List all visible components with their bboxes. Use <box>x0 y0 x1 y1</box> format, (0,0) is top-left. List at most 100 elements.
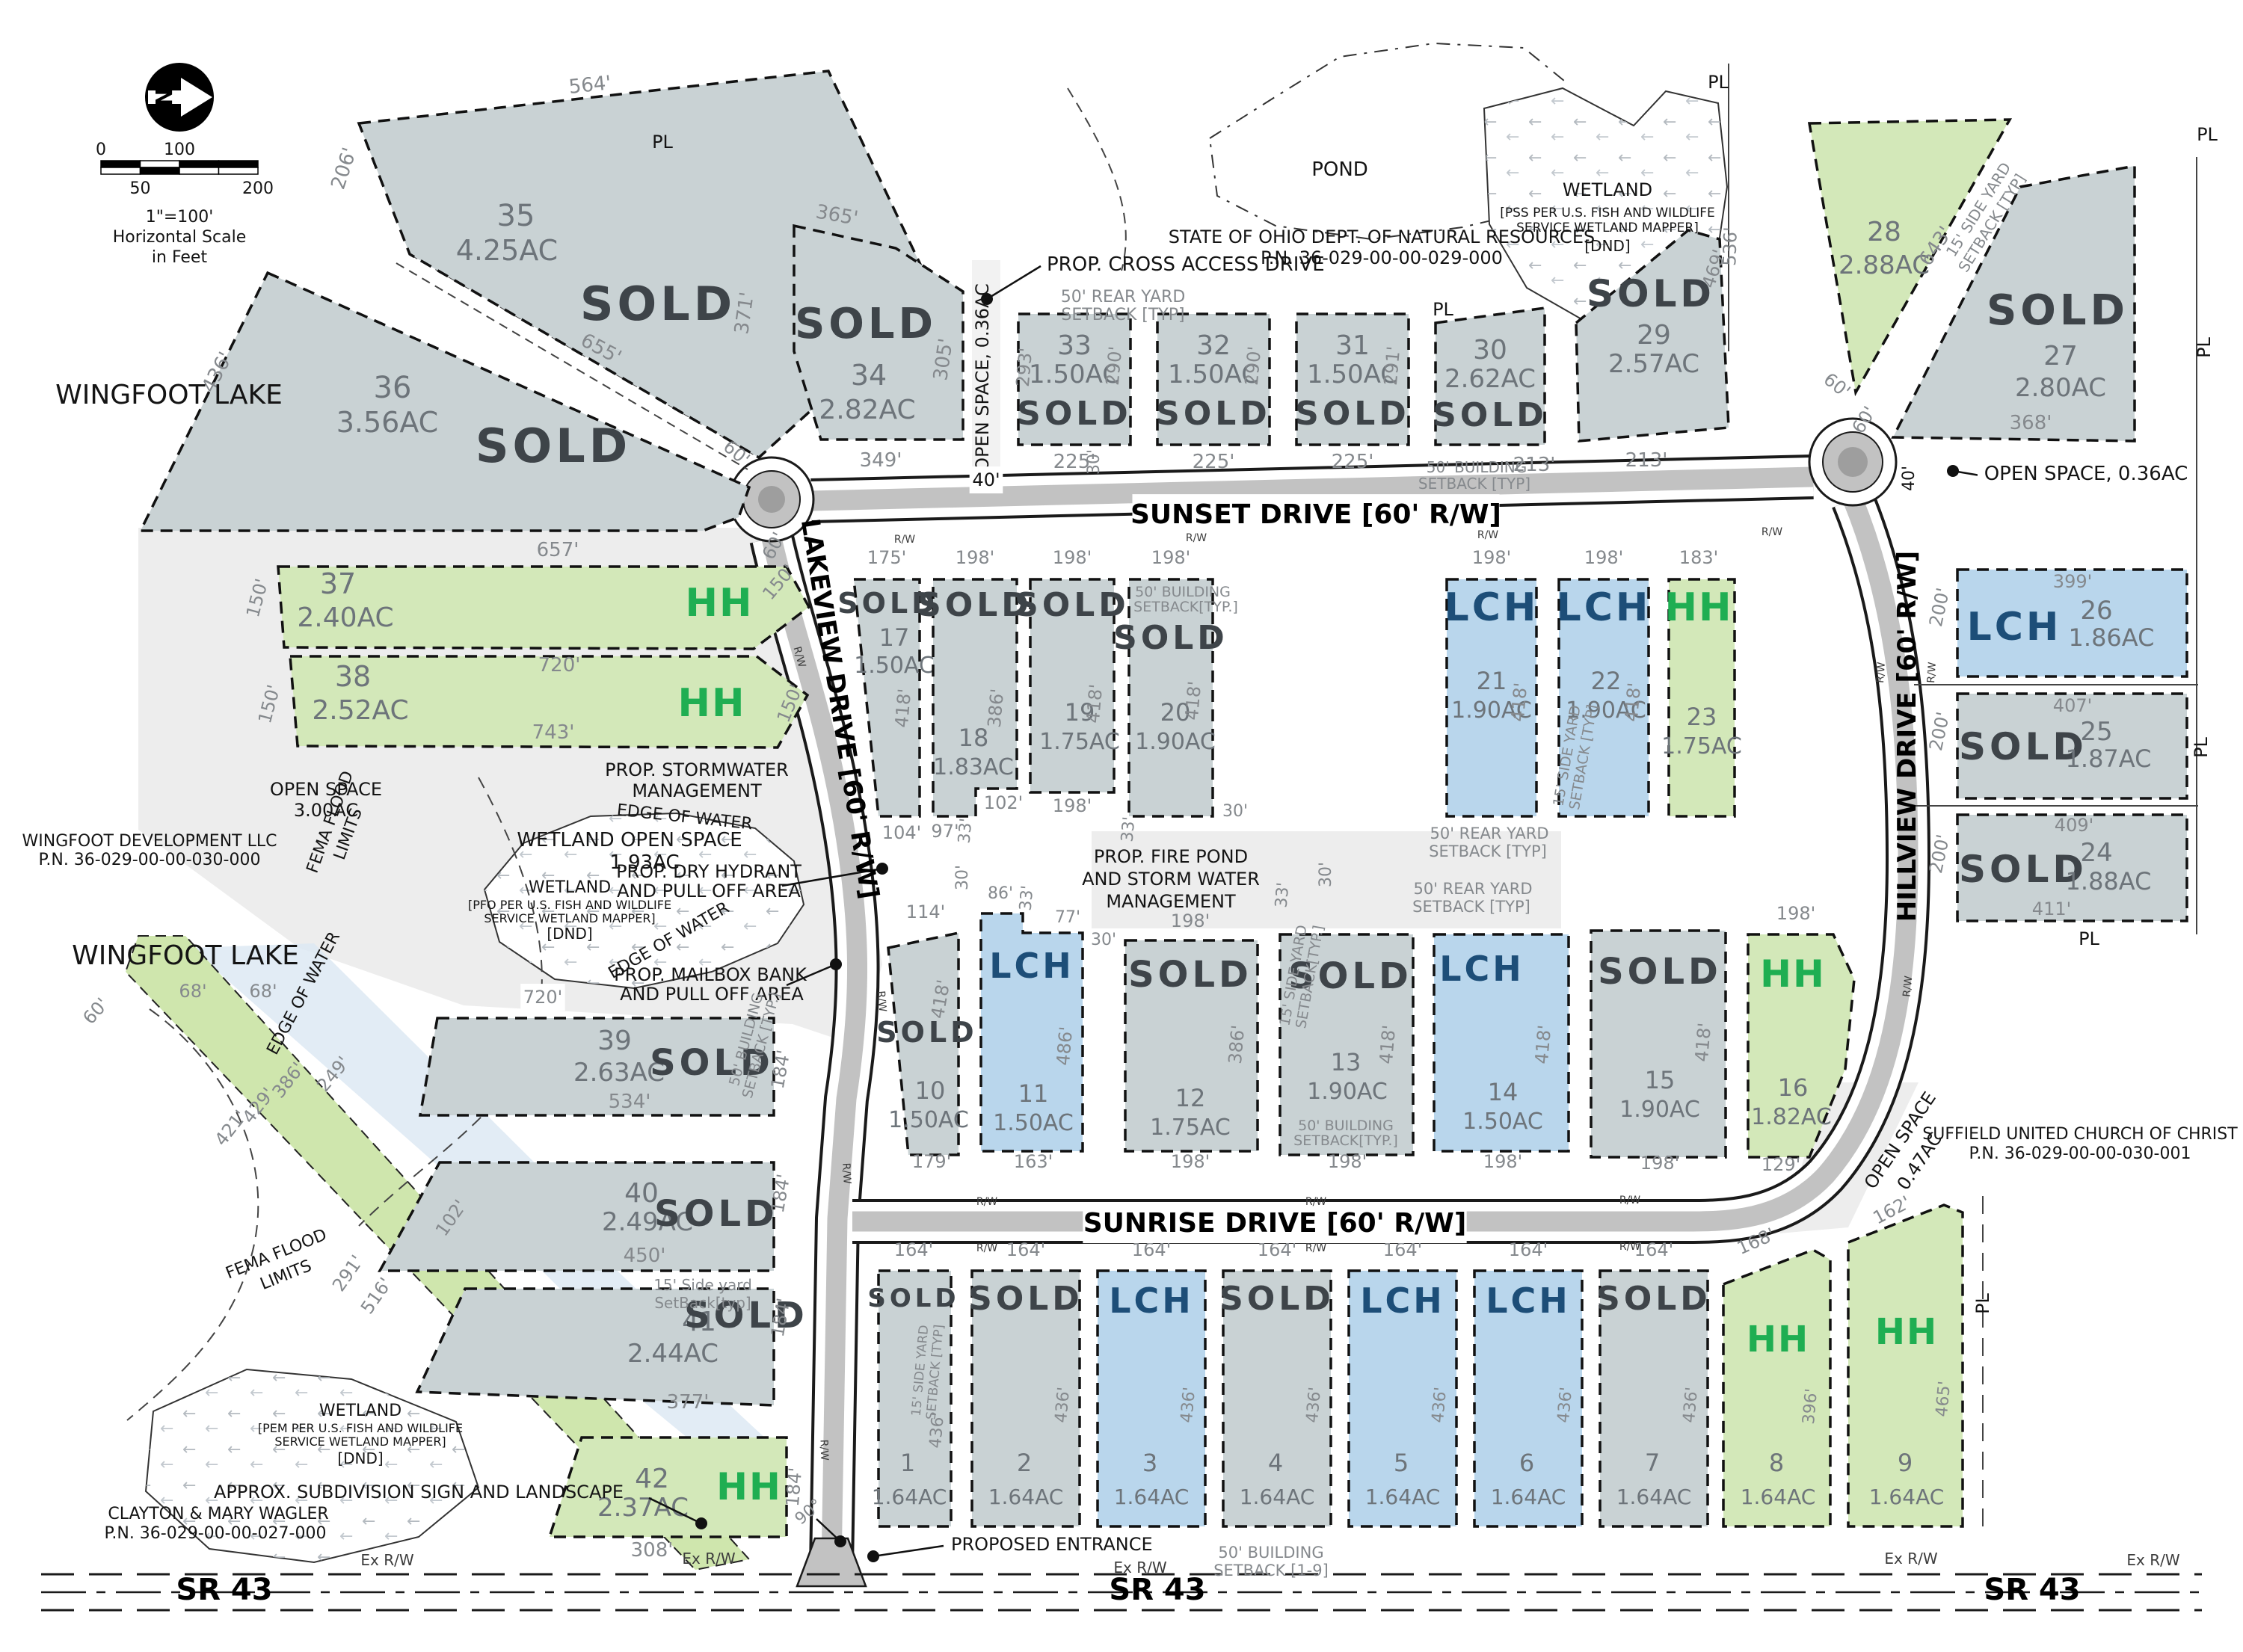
lot-6-dimension: 164' <box>1509 1239 1548 1260</box>
annotation-label: 15' Side yard <box>653 1276 752 1294</box>
lot-13-dimension: 198' <box>1328 1151 1367 1172</box>
leader-line <box>781 867 883 887</box>
lot-30-status: SOLD <box>1433 396 1548 434</box>
lot-4-status: SOLD <box>1219 1280 1335 1318</box>
lot-11-dimension: 30' <box>1091 931 1116 949</box>
lot-29-value: 2.57AC <box>1608 349 1699 379</box>
annotation-label: 536' <box>1719 226 1741 266</box>
lot-5-dimension: 436' <box>1429 1386 1450 1423</box>
leader-line <box>873 1544 944 1558</box>
lot-1-value: 1 <box>900 1449 915 1477</box>
lot-19-dimension: 198' <box>1053 795 1092 816</box>
annotation-label: OPEN SPACE, 0.36AC <box>1984 463 2188 485</box>
wetland-pem-hatch <box>146 1369 479 1562</box>
annotation-label: WETLAND <box>319 1402 401 1420</box>
scale-caption: in Feet <box>152 248 208 267</box>
lot-10-parcel <box>887 931 960 1156</box>
right-of-way-label: R/W <box>1186 532 1207 544</box>
lot-11-value: 1.50AC <box>993 1110 1074 1136</box>
lot-1-status: SOLD <box>867 1283 959 1313</box>
lot-24-value: 1.88AC <box>2066 867 2152 896</box>
lot-4-value: 4 <box>1268 1449 1283 1477</box>
contour-line <box>1067 87 1127 271</box>
annotation-label-box <box>520 984 565 1011</box>
lot-20-parcel <box>1127 578 1214 818</box>
property-line-label: PL <box>1433 299 1453 320</box>
lot-32-dimension: 225' <box>1193 451 1235 473</box>
lot-20-value: 20 <box>1160 698 1191 727</box>
lot-7-status: SOLD <box>1596 1280 1711 1318</box>
annotation-label: SETBACK [TYP] <box>1061 306 1184 324</box>
street-label: SR 43 <box>1109 1573 1205 1607</box>
lot-8-status: HH <box>1747 1319 1809 1360</box>
lot-38-status: HH <box>677 681 745 726</box>
lot-33-value: 33 <box>1057 330 1092 361</box>
lot-11-dimension: 33' <box>1017 884 1038 911</box>
lot-25-value: 25 <box>2080 717 2112 747</box>
lot35-36-drive-edge <box>396 262 748 470</box>
lot-13-value: 1.90AC <box>1307 1079 1388 1105</box>
lot-37-status: HH <box>685 581 753 626</box>
lot-42-parcel <box>547 1436 788 1538</box>
lot-22-dimension: 198' <box>1584 547 1623 568</box>
annotation-label: 50' BUILDING <box>1298 1118 1394 1134</box>
lot-2-dimension: 436' <box>1052 1386 1074 1423</box>
lot-41-status: SOLD <box>684 1295 808 1337</box>
annotation-label: POND <box>1311 158 1368 181</box>
lot-4-value: 1.64AC <box>1240 1485 1315 1509</box>
annotation-label: WETLAND <box>529 878 611 897</box>
lot-40-parcel <box>378 1161 775 1272</box>
hillview-sunrise-road-pavement <box>852 495 1919 1232</box>
lot-19-parcel <box>1029 578 1116 794</box>
annotation-label: 50' REAR YARD <box>1061 288 1186 306</box>
leader-dot <box>834 1535 846 1547</box>
annotation-label: 30' <box>953 865 972 890</box>
lot-42-value: 2.37AC <box>597 1493 689 1523</box>
lot-19-status: SOLD <box>1015 586 1130 624</box>
lot-27-dimension: 368' <box>2010 412 2052 434</box>
lot-3-value: 3 <box>1142 1449 1157 1477</box>
lot-36-value: 36 <box>374 371 412 405</box>
annotation-label: AND STORM WATER <box>1082 869 1260 890</box>
annotation-label: 50' REAR YARD <box>1414 880 1533 898</box>
right-of-way-label: Ex R/W <box>682 1550 735 1568</box>
lot-20-dimension: 33' <box>1119 816 1139 842</box>
lot-22-dimension: 418' <box>1621 682 1645 723</box>
lot-7-parcel <box>1599 1269 1709 1528</box>
annotation-label: SETBACK [TYP] <box>1429 842 1547 860</box>
lot-14-value: 14 <box>1488 1078 1519 1106</box>
dimension-label: 68' <box>179 981 206 1002</box>
lot-26-value: 26 <box>2080 596 2112 626</box>
lot-40-value: 40 <box>624 1178 659 1209</box>
right-of-way-label: R/W <box>894 534 915 546</box>
lot-18-value: 18 <box>959 724 989 752</box>
lot-38-parcel <box>289 655 810 749</box>
lot-31-value: 31 <box>1335 330 1370 361</box>
annotation-label: SERVICE WETLAND MAPPER] <box>274 1434 446 1449</box>
annotation-label: [PEM PER U.S. FISH AND WILDLIFE <box>258 1421 463 1435</box>
annotation-label: SETBACK [1-9] <box>1213 1562 1329 1579</box>
lot-26-status: LCH <box>1967 605 2062 650</box>
street-label: SUNSET DRIVE [60' R/W] <box>1130 499 1501 530</box>
leader-dot <box>695 1517 707 1529</box>
dimension-label: 291' <box>328 1251 368 1295</box>
lot-37-parcel <box>277 565 811 650</box>
property-line-label: PL <box>2191 736 2212 757</box>
lot-39-dimension: 534' <box>609 1091 651 1113</box>
lot-34-value: 34 <box>851 359 887 392</box>
right-of-way-label: R/W <box>1874 662 1888 683</box>
annotation-label: SETBACK[TYP.] <box>1293 1132 1398 1149</box>
lot-31-parcel <box>1295 312 1410 446</box>
lots-layer: 354.25ACSOLD564'206'655'371'60'60'363.56… <box>126 42 2198 1564</box>
annotation-label: AND PULL OFF AREA <box>617 881 801 901</box>
lot-12-parcel <box>1124 939 1259 1153</box>
right-of-way-label: Ex R/W <box>1884 1550 1937 1568</box>
lot-30-value: 30 <box>1473 335 1507 366</box>
lot-24-dimension: 409' <box>2055 815 2093 836</box>
lot-37-dimension: 657' <box>537 539 579 561</box>
leader-line <box>648 1497 702 1525</box>
